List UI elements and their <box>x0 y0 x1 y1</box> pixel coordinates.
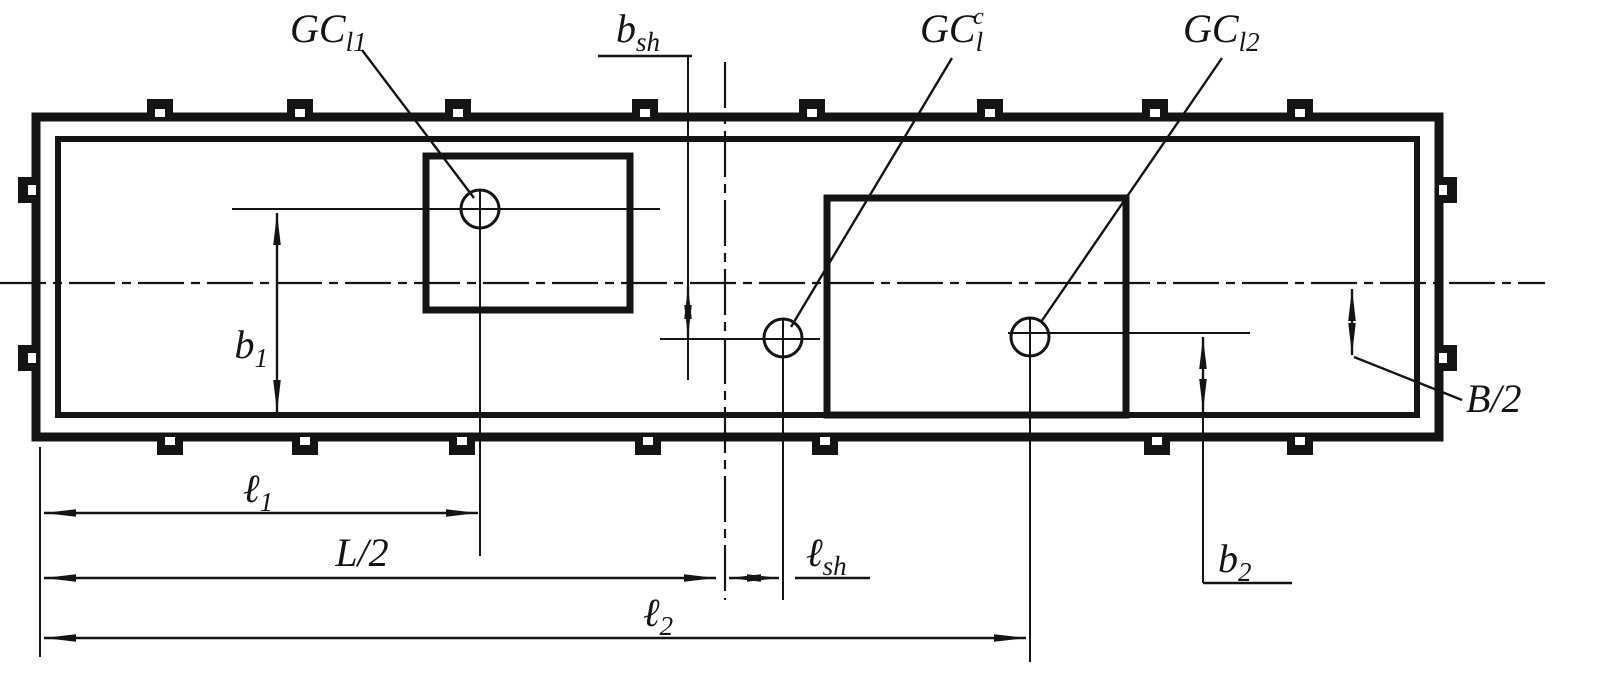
dimension-lines <box>44 213 1356 642</box>
label-b1: b1 <box>235 322 269 373</box>
cleat <box>292 437 318 455</box>
gc1-leader-line <box>361 49 475 199</box>
cargo-block-1 <box>422 152 634 314</box>
labels: GCl1 bsh GClc GCl2 b1 b2 B/2 ℓ1 L/2 ℓsh … <box>235 4 1522 641</box>
cleat <box>157 437 183 455</box>
cleat <box>18 177 36 203</box>
cleat <box>147 99 173 117</box>
cleat <box>449 437 475 455</box>
cleat <box>1439 345 1457 371</box>
cleat <box>445 99 471 117</box>
cleat <box>799 99 825 117</box>
hull <box>31 112 1444 442</box>
cleat <box>977 99 1003 117</box>
label-gc-combined: GClc <box>920 4 984 57</box>
half-breadth-leader-line <box>1353 355 1463 402</box>
leader-lines <box>361 49 1463 585</box>
label-l2: ℓ2 <box>643 590 673 641</box>
cleat <box>1287 99 1313 117</box>
cleat <box>1439 177 1457 203</box>
label-gc-l2: GCl2 <box>1183 6 1260 57</box>
label-b-sh: bsh <box>616 6 660 57</box>
cleat <box>635 437 661 455</box>
cargo-block-2 <box>823 194 1130 419</box>
label-half-breadth: B/2 <box>1466 376 1522 421</box>
label-gc-l1: GCl1 <box>290 6 367 57</box>
gc2-center-symbol <box>1009 316 1051 358</box>
hull-inner-rect <box>55 136 1420 418</box>
gc1-center-symbol <box>459 188 501 230</box>
cleat <box>632 99 658 117</box>
cleat <box>812 437 838 455</box>
hull-outer-rect <box>31 112 1444 442</box>
label-half-length: L/2 <box>334 530 388 575</box>
cleat <box>1144 437 1170 455</box>
cleat <box>1287 437 1313 455</box>
construction-lines <box>39 56 1250 662</box>
gc2-leader-line <box>1040 57 1223 323</box>
centerlines <box>0 62 1545 600</box>
label-l1: ℓ1 <box>243 466 273 517</box>
label-l-sh: ℓsh <box>806 530 847 581</box>
gc-combined-leader-line <box>789 57 954 328</box>
cleat <box>18 345 36 371</box>
cleat <box>1142 99 1168 117</box>
label-b2: b2 <box>1218 536 1252 587</box>
gc-combined-center-symbol <box>762 317 804 359</box>
cleat <box>287 99 313 117</box>
cleats <box>18 99 1457 455</box>
